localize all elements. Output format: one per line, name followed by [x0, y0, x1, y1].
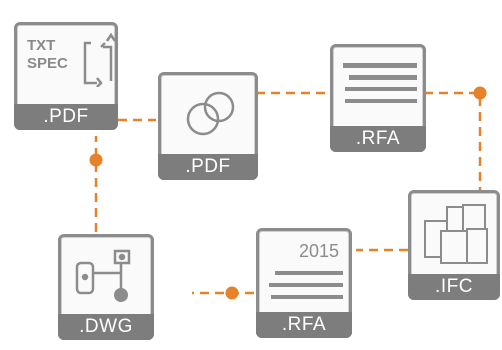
ifc-document[interactable]: .IFC: [408, 190, 500, 300]
txt-label: TXT: [27, 37, 56, 54]
spec-label: SPEC: [27, 55, 68, 72]
connector-dot: [225, 286, 239, 300]
bracket-arrows-icon: [83, 33, 115, 87]
rfa-badge: .RFA: [330, 126, 426, 152]
cad-drawing-icon: [61, 237, 151, 311]
dwg-document[interactable]: .DWG: [58, 234, 154, 340]
layered-sheets-icon: [411, 193, 497, 271]
connector-rfa-to-ifc: [424, 91, 482, 190]
connector-dot: [473, 86, 487, 100]
spec-pdf-document[interactable]: TXT SPEC .PDF: [14, 22, 118, 130]
stacked-lines-icon: 2015: [259, 231, 349, 309]
connector-dot: [89, 153, 103, 167]
rfa-document[interactable]: .RFA: [330, 44, 426, 152]
dwg-badge: .DWG: [58, 314, 154, 340]
spec-pdf-badge: .PDF: [14, 104, 118, 130]
year-label: 2015: [298, 241, 339, 261]
circles-icon: [161, 75, 255, 151]
rfa-2015-badge: .RFA: [256, 312, 352, 338]
text-spec-icon: TXT SPEC: [17, 25, 115, 101]
pdf-badge: .PDF: [158, 154, 258, 180]
stacked-lines-icon: [333, 47, 423, 123]
ifc-badge: .IFC: [408, 274, 500, 300]
rfa-2015-document[interactable]: 2015 .RFA: [256, 228, 352, 338]
pdf-document[interactable]: .PDF: [158, 72, 258, 180]
